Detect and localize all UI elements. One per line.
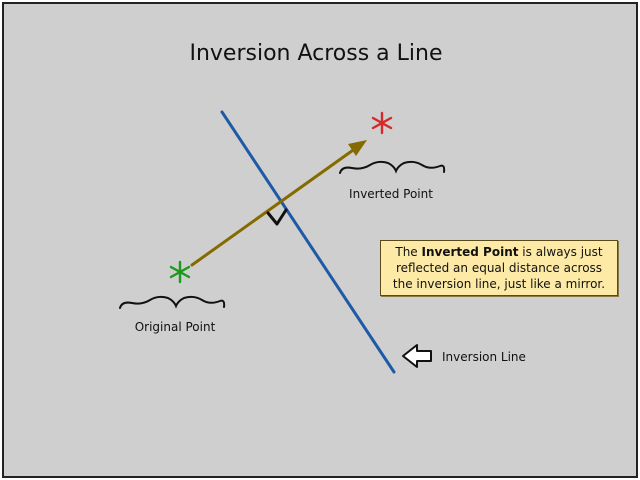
note-suffix: is always just reflected an equal distan… — [392, 245, 606, 291]
diagram-title: Inversion Across a Line — [189, 41, 442, 66]
inverted-point-label: Inverted Point — [349, 187, 433, 201]
pointer-arrow-icon — [402, 344, 432, 368]
note-prefix: The — [395, 245, 422, 259]
right-angle-mark — [266, 208, 288, 226]
note-bold: Inverted Point — [421, 245, 519, 259]
original-point-brace — [119, 295, 226, 309]
reflection-arrow — [190, 146, 358, 267]
inverted-point-brace — [339, 160, 446, 174]
original-point-asterisk — [169, 260, 191, 284]
original-point-label: Original Point — [135, 320, 216, 334]
inverted-point-asterisk — [371, 111, 393, 135]
explanation-note: The Inverted Point is always just reflec… — [380, 240, 618, 296]
inversion-line-label: Inversion Line — [442, 350, 526, 364]
reflection-arrowhead — [348, 140, 367, 156]
inversion-line — [220, 110, 396, 374]
